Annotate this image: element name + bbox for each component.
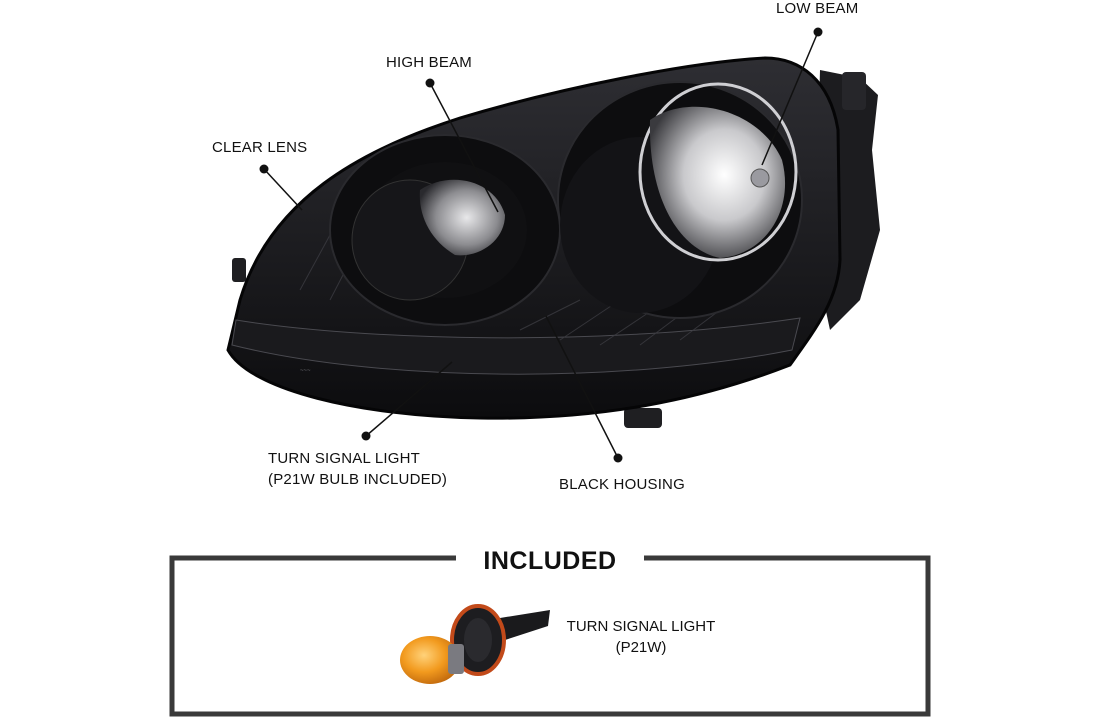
mount-tab-left (232, 258, 246, 282)
included-title: INCLUDED (456, 544, 644, 578)
bulb-base (448, 644, 464, 674)
low-beam-leader (761, 31, 819, 166)
high-beam-dot (425, 78, 435, 88)
low-beam-dot (813, 27, 823, 37)
turn-signal-label: TURN SIGNAL LIGHT (P21W BULB INCLUDED) (268, 448, 447, 490)
included-box (169, 555, 931, 717)
black-housing-dot (613, 453, 623, 463)
included-item-line2: (P21W) (615, 639, 667, 656)
turn-signal-label-line2: (P21W BULB INCLUDED) (268, 471, 448, 488)
turn-signal-leader (365, 361, 453, 437)
leader-lines (259, 27, 823, 463)
lower-trim (231, 317, 801, 375)
bulb-glass (400, 636, 460, 684)
low-beam-label: LOW BEAM (776, 0, 859, 17)
high-beam-label: HIGH BEAM (386, 54, 472, 71)
high-beam-leader (429, 82, 499, 213)
p21w-bulb-icon (400, 604, 550, 684)
mount-tab (842, 72, 866, 110)
lens-logo-mark: ~~~ (300, 368, 311, 374)
black-housing-label: BLACK HOUSING (559, 476, 685, 493)
low-beam-chrome (649, 106, 786, 258)
high-beam-chrome (419, 179, 505, 256)
bulb-wedge-connector (500, 610, 550, 640)
low-beam-bulb (750, 168, 770, 188)
clear-lens-dot (259, 164, 269, 174)
low-beam-ring (638, 82, 798, 262)
clear-lens-label: CLEAR LENS (212, 139, 308, 156)
black-housing-leader (545, 315, 619, 459)
bulb-socket-inner (464, 618, 492, 662)
clear-lens-leader (263, 168, 303, 211)
turn-signal-dot (361, 431, 371, 441)
mount-tab-bottom (624, 408, 662, 428)
included-item-label: TURN SIGNAL LIGHT (P21W) (556, 616, 726, 658)
headlight-assembly: ~~~ (226, 56, 880, 428)
included-item-line1: TURN SIGNAL LIGHT (566, 618, 716, 635)
turn-signal-label-line1: TURN SIGNAL LIGHT (268, 450, 421, 467)
